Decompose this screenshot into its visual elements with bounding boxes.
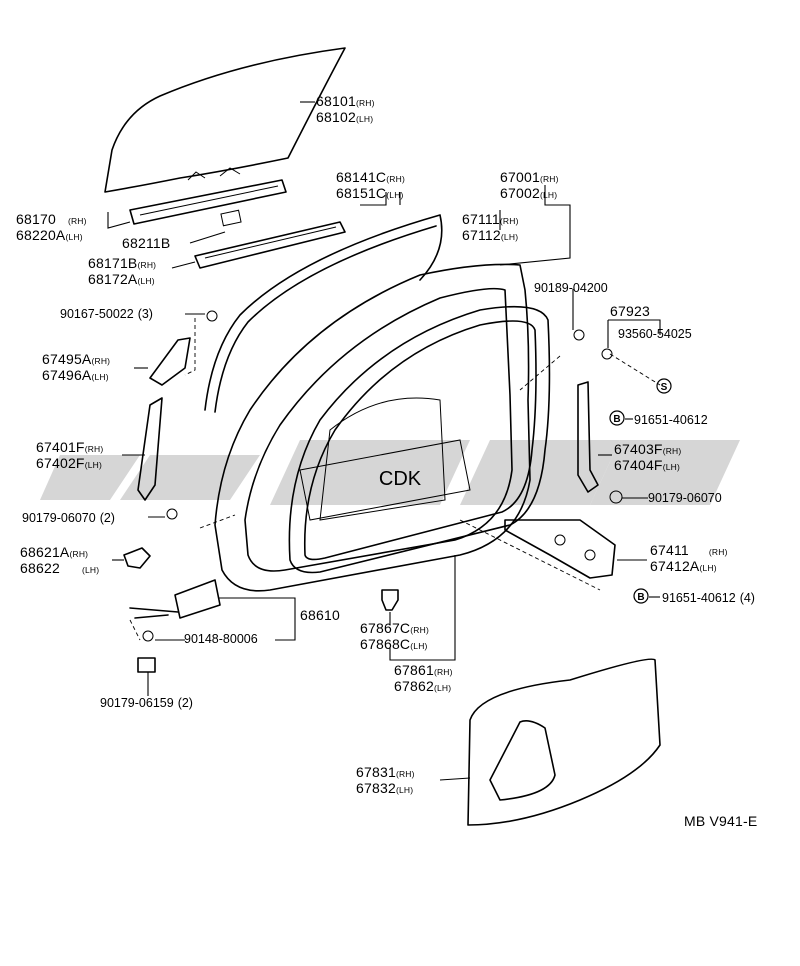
svg-text:68172A(LH): 68172A(LH) — [88, 271, 155, 287]
bolt-symbol-1: B — [609, 410, 625, 426]
svg-text:90167-50022(3): 90167-50022(3) — [60, 307, 153, 321]
svg-text:67867C(RH): 67867C(RH) — [360, 620, 429, 636]
svg-text:90179-06070(2): 90179-06070(2) — [22, 511, 115, 525]
watermark: CDK — [40, 440, 740, 505]
watermark-text: CDK — [379, 468, 422, 490]
fastener-93560 — [601, 348, 613, 360]
svg-text:68211B: 68211B — [122, 235, 170, 251]
svg-text:68101(RH): 68101(RH) — [316, 93, 375, 109]
glass-run-channel — [129, 179, 287, 227]
trim-clip — [381, 589, 399, 611]
callout-68170: 68170(RH) 68220A(LH) — [16, 211, 87, 243]
callout-67495A: 67495A(RH) 67496A(LH) — [42, 351, 110, 383]
service-hole-cover — [467, 658, 661, 826]
svg-text:67402F(LH): 67402F(LH) — [36, 455, 102, 471]
svg-text:93560-54025: 93560-54025 — [618, 327, 692, 341]
svg-text:90148-80006: 90148-80006 — [184, 632, 258, 646]
callout-67111: 67111(RH) 67112(LH) — [462, 211, 519, 243]
callout-93560-54025: 93560-54025 — [618, 327, 692, 341]
bolt-letter: B — [613, 414, 620, 425]
callout-67831: 67831(RH) 67832(LH) — [356, 764, 415, 796]
guide-lines — [129, 318, 661, 641]
door-weatherstrip-upper — [204, 214, 443, 413]
svg-text:68102(LH): 68102(LH) — [316, 109, 373, 125]
callout-68141C: 68141C(RH) 68151C(LH) — [336, 169, 405, 201]
callout-67001: 67001(RH) 67002(LH) — [500, 169, 559, 201]
door-frame — [214, 263, 531, 592]
svg-text:91651-40612(4): 91651-40612(4) — [662, 591, 755, 605]
svg-text:67868C(LH): 67868C(LH) — [360, 636, 428, 652]
callout-68211B: 68211B — [122, 235, 170, 251]
door-hinge — [504, 519, 616, 579]
callout-68621A: 68621A(RH) 68622(LH) — [20, 544, 99, 576]
svg-text:68610: 68610 — [300, 607, 340, 623]
callout-90189-04200: 90189-04200 — [534, 281, 608, 295]
svg-text:67112(LH): 67112(LH) — [462, 227, 518, 243]
callout-68610: 68610 — [300, 607, 340, 623]
svg-text:90179-06070: 90179-06070 — [648, 491, 722, 505]
svg-text:67002(LH): 67002(LH) — [500, 185, 557, 201]
svg-text:90189-04200: 90189-04200 — [534, 281, 608, 295]
svg-text:67495A(RH): 67495A(RH) — [42, 351, 110, 367]
callout-67923: 67923 — [610, 303, 650, 319]
door-glass — [104, 47, 346, 193]
callout-90179-06159: 90179-06159(2) — [100, 696, 193, 710]
callout-67401F: 67401F(RH) 67402F(LH) — [36, 439, 103, 471]
svg-text:67861(RH): 67861(RH) — [394, 662, 453, 678]
front-run-channel — [137, 397, 178, 520]
callout-67403F: 67403F(RH) 67404F(LH) — [614, 441, 681, 473]
svg-text:68171B(RH): 68171B(RH) — [88, 255, 156, 271]
svg-text:67412A(LH): 67412A(LH) — [650, 558, 717, 574]
screw-letter: S — [661, 382, 668, 393]
door-clip — [123, 547, 151, 569]
svg-text:67832(LH): 67832(LH) — [356, 780, 413, 796]
callout-90167-50022: 90167-50022(3) — [60, 307, 153, 321]
svg-text:67404F(LH): 67404F(LH) — [614, 457, 680, 473]
svg-text:67001(RH): 67001(RH) — [500, 169, 559, 185]
callout-90179-06070-rear: 90179-06070 — [648, 491, 722, 505]
leader-lines — [107, 101, 661, 781]
svg-text:68220A(LH): 68220A(LH) — [16, 227, 83, 243]
svg-text:68151C(LH): 68151C(LH) — [336, 185, 404, 201]
svg-text:68141C(RH): 68141C(RH) — [336, 169, 405, 185]
svg-text:67403F(RH): 67403F(RH) — [614, 441, 681, 457]
bolt-letter: B — [637, 592, 644, 603]
svg-text:67862(LH): 67862(LH) — [394, 678, 451, 694]
svg-text:68622(LH): 68622(LH) — [20, 560, 99, 576]
callout-68171B: 68171B(RH) 68172A(LH) — [88, 255, 156, 287]
door-lock-assembly — [129, 579, 221, 673]
svg-text:68170(RH): 68170(RH) — [16, 211, 87, 227]
bolt-symbol-2: B — [633, 588, 649, 604]
callout-90179-06070-front: 90179-06070(2) — [22, 511, 115, 525]
rear-run-channel — [577, 381, 623, 504]
svg-text:91651-40612: 91651-40612 — [634, 413, 708, 427]
callout-91651-40612-4: 91651-40612(4) — [662, 591, 755, 605]
diagram-code: MB V941-E — [684, 813, 757, 829]
svg-text:67496A(LH): 67496A(LH) — [42, 367, 109, 383]
callout-68101: 68101(RH) 68102(LH) — [316, 93, 375, 125]
fastener-90189 — [573, 329, 585, 341]
svg-text:67411(RH): 67411(RH) — [650, 542, 728, 558]
callout-90148-80006: 90148-80006 — [184, 632, 258, 646]
belt-moulding — [194, 221, 346, 269]
callout-91651-40612: 91651-40612 — [634, 413, 708, 427]
screw-symbol: S — [656, 378, 672, 394]
svg-text:68621A(RH): 68621A(RH) — [20, 544, 88, 560]
svg-text:67401F(RH): 67401F(RH) — [36, 439, 103, 455]
callout-67867C: 67867C(RH) 67868C(LH) — [360, 620, 429, 652]
svg-text:67923: 67923 — [610, 303, 650, 319]
door-corner-piece — [149, 310, 218, 386]
svg-text:67111(RH): 67111(RH) — [462, 211, 519, 227]
svg-text:67831(RH): 67831(RH) — [356, 764, 415, 780]
svg-text:90179-06159(2): 90179-06159(2) — [100, 696, 193, 710]
door-inner-panel — [319, 397, 446, 521]
callout-67411: 67411(RH) 67412A(LH) — [650, 542, 728, 574]
callout-67861: 67861(RH) 67862(LH) — [394, 662, 453, 694]
